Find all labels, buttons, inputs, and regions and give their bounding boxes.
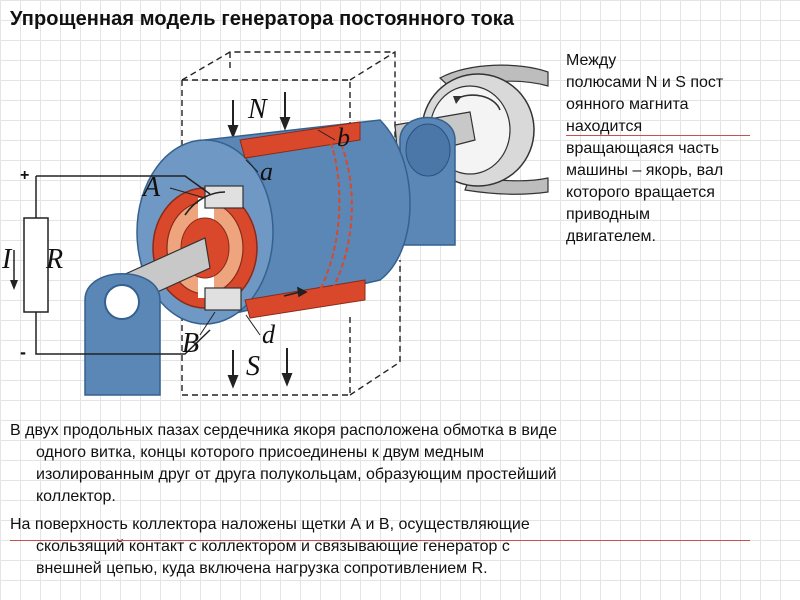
label-brush-a: A [141,172,161,203]
label-resistor: R [45,244,63,275]
paragraph-line: изолированным друг от друга полукольцам,… [36,466,557,483]
side-line: оянного магнита [566,96,689,113]
label-b: b [337,123,350,152]
generator-diagram: N S A B a b d I R + - [1,51,549,396]
side-description: Между полюсами N и S пост оянного магнит… [566,50,798,248]
side-line: машины – якорь, вал [566,162,724,179]
label-s: S [246,351,260,382]
paragraph-line: скользящий контакт с коллектором и связы… [36,538,510,555]
label-a: a [260,157,273,186]
label-current: I [1,244,13,275]
side-line: вращающаяся часть [566,140,720,157]
side-line: полюсами N и S пост [566,74,724,91]
paragraph-line: коллектор. [36,488,116,505]
rear-bearing [399,116,456,246]
page-title: Упрощенная модель генератора постоянного… [10,8,515,30]
brushes [204,185,244,311]
front-bearing [84,273,161,396]
side-line: приводным [566,206,651,223]
external-circuit [13,175,211,355]
label-brush-b: B [182,328,199,359]
label-d: d [262,320,276,349]
paragraph-line: В двух продольных пазах сердечника якоря… [10,422,557,439]
paragraph-line: одного витка, концы которого присоединен… [36,444,485,461]
side-line: которого вращается [566,184,715,201]
side-line: находится [566,118,643,135]
underline [10,540,750,541]
label-minus: - [20,342,26,362]
field-arrows [227,92,293,389]
label-plus: + [20,167,29,184]
paragraph-line: внешней цепью, куда включена нагрузка со… [36,560,488,577]
body-text: В двух продольных пазах сердечника якоря… [10,420,782,586]
paragraph-line: На поверхность коллектора наложены щетки… [10,516,530,533]
side-line: двигателем. [566,228,656,245]
paragraph: На поверхность коллектора наложены щетки… [10,514,782,580]
leader-lines [169,129,336,336]
label-n: N [247,94,268,125]
current-arrow [10,280,18,290]
underline [566,135,750,136]
side-line: Между [566,52,617,69]
paragraph: В двух продольных пазах сердечника якоря… [10,420,782,508]
